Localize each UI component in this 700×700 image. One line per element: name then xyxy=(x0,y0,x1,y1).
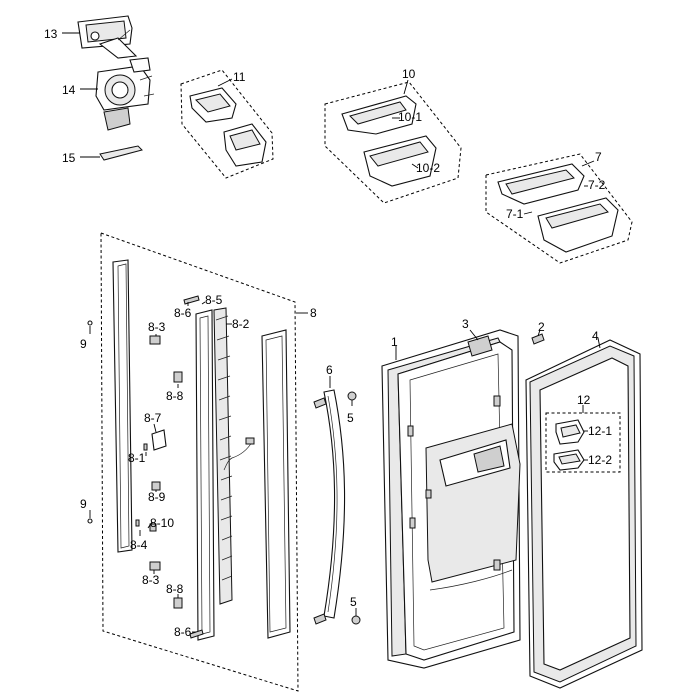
label-11: 11 xyxy=(233,70,246,84)
label-8-10: 8-10 xyxy=(150,516,174,530)
label-8-5: 8-5 xyxy=(205,293,223,307)
label-8-1: 8-1 xyxy=(128,451,146,465)
group-11-frame xyxy=(180,69,274,179)
label-1: 1 xyxy=(391,335,398,349)
label-8-7: 8-7 xyxy=(144,411,162,425)
label-8-3-bottom: 8-3 xyxy=(142,573,160,587)
part-15-drawing xyxy=(80,145,143,161)
label-7: 7 xyxy=(595,150,602,164)
group-7-frame xyxy=(485,153,633,264)
label-13: 13 xyxy=(44,27,58,41)
group-12-frame xyxy=(545,412,621,473)
part-7-bins xyxy=(497,163,619,253)
part-11-bins xyxy=(189,87,267,167)
label-10-2: 10-2 xyxy=(416,161,440,175)
small-hardware xyxy=(87,295,204,639)
label-7-1: 7-1 xyxy=(506,207,524,221)
part-6-handle xyxy=(313,389,346,625)
label-8-2: 8-2 xyxy=(232,317,250,331)
label-2: 2 xyxy=(538,320,545,334)
label-8-8-top: 8-8 xyxy=(166,389,184,403)
group-8-frame xyxy=(100,232,299,692)
label-10: 10 xyxy=(402,67,416,81)
wire-harness xyxy=(223,441,253,471)
label-9-bottom: 9 xyxy=(80,497,87,511)
label-5-bottom: 5 xyxy=(350,595,357,609)
part-5-screws xyxy=(347,391,361,625)
part-1-door-body xyxy=(381,329,521,669)
label-4: 4 xyxy=(592,329,599,343)
label-7-2: 7-2 xyxy=(588,178,606,192)
label-14: 14 xyxy=(62,83,76,97)
label-3: 3 xyxy=(462,317,469,331)
label-8-3-top: 8-3 xyxy=(148,320,166,334)
label-8-6-bottom: 8-6 xyxy=(174,625,192,639)
label-8-6-top: 8-6 xyxy=(174,306,192,320)
part-8-2-strip xyxy=(213,307,233,605)
label-8-8-bottom: 8-8 xyxy=(166,582,184,596)
label-6: 6 xyxy=(326,363,333,377)
wire-connector xyxy=(245,437,255,445)
label-12: 12 xyxy=(577,393,591,407)
part-10-bins xyxy=(341,95,437,187)
part-13-drawing xyxy=(62,15,138,59)
label-8: 8 xyxy=(310,306,317,320)
part-12-bins xyxy=(553,419,585,471)
label-5-top: 5 xyxy=(347,411,354,425)
label-12-1: 12-1 xyxy=(588,424,612,438)
part-8-column-right xyxy=(261,329,291,639)
label-9-top: 9 xyxy=(80,337,87,351)
label-12-2: 12-2 xyxy=(588,453,612,467)
label-15: 15 xyxy=(62,151,76,165)
part-8-strip-left xyxy=(112,259,133,553)
label-8-9: 8-9 xyxy=(148,490,166,504)
label-8-4: 8-4 xyxy=(130,538,148,552)
part-14-drawing xyxy=(80,57,155,131)
label-10-1: 10-1 xyxy=(398,110,422,124)
part-8-column-middle xyxy=(195,309,215,641)
